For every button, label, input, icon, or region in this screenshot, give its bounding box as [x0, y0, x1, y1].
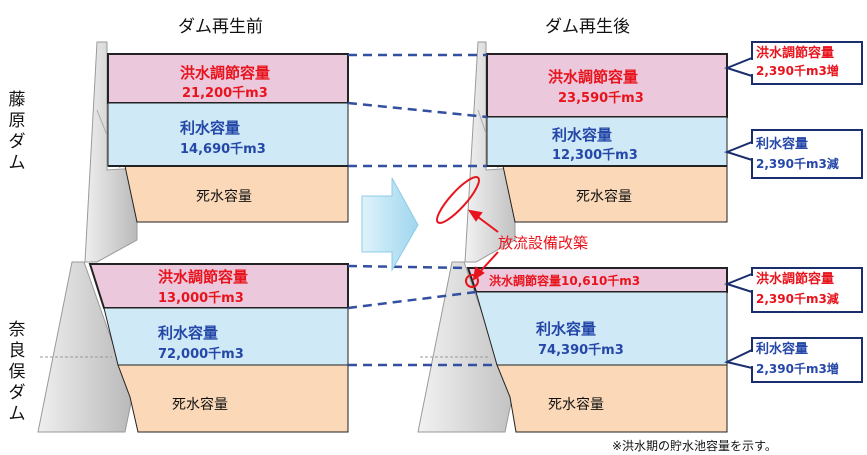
- narakata-before-use-value: 72,000千m3: [158, 347, 244, 362]
- narakata-after-dead-label: 死水容量: [548, 397, 604, 413]
- dam-name-fujiwara: 藤原ダム: [8, 90, 26, 173]
- narakata-connectors: [347, 264, 497, 367]
- narakata-before-dead-zone: [117, 364, 349, 433]
- callout-fujiwara-flood: [724, 41, 863, 85]
- fujiwara-connectors: [347, 53, 488, 168]
- narakata-after-use-value: 74,390千m3: [538, 343, 624, 358]
- footnote: ※洪水期の貯水池容量を示す。: [612, 439, 777, 453]
- callout-narakata-flood: [724, 267, 863, 313]
- outlet-highlight-circle: [465, 274, 479, 288]
- narakata-dam-body-before: [37, 261, 133, 433]
- narakata-dam-body-after: [417, 261, 513, 433]
- dam-name-narakata: 奈良俣ダム: [8, 320, 26, 424]
- narakata-after-flood-combined: 洪水調節容量10,610千m3: [489, 274, 641, 288]
- fujiwara-after-flood-label: 洪水調節容量: [548, 68, 639, 86]
- narakata-after-use-label: 利水容量: [536, 320, 597, 338]
- narakata-before-use-label: 利水容量: [158, 324, 219, 342]
- annotation-outlet-rebuild: 放流設備改築: [498, 234, 589, 252]
- fujiwara-after-dead-label: 死水容量: [576, 189, 632, 205]
- narakata-before-flood-value: 13,000千m3: [158, 291, 244, 306]
- fujiwara-before-use-zone: [107, 102, 349, 167]
- transition-arrow: [361, 177, 419, 272]
- header-before: ダム再生前: [178, 17, 263, 37]
- callout-fujiwara-use-title: 利水容量: [756, 137, 809, 152]
- narakata-before-flood-label: 洪水調節容量: [158, 268, 249, 286]
- fujiwara-after-use-label: 利水容量: [552, 126, 613, 144]
- callout-fujiwara-flood-title: 洪水調節容量: [756, 46, 835, 61]
- fujiwara-before-flood-value: 21,200千m3: [182, 86, 268, 101]
- callout-narakata-use: [724, 337, 863, 383]
- outlet-highlight-ellipse: [436, 176, 480, 224]
- fujiwara-before-flood-label: 洪水調節容量: [180, 64, 271, 82]
- fujiwara-before-flood-zone: [107, 53, 349, 104]
- fujiwara-after-flood-value: 23,590千m3: [558, 91, 644, 106]
- annotation-arrows: [467, 209, 499, 282]
- fujiwara-after-use-value: 12,300千m3: [552, 148, 638, 163]
- narakata-after-reservoir: [466, 267, 728, 433]
- fujiwara-before-use-label: 利水容量: [180, 119, 241, 137]
- fujiwara-after-flood-zone: [486, 53, 728, 118]
- callout-fujiwara-flood-change: 2,390千m3増: [756, 64, 839, 78]
- callout-narakata-flood-title: 洪水調節容量: [756, 272, 835, 287]
- fujiwara-after-reservoir: [486, 53, 728, 223]
- callout-fujiwara-use: [724, 129, 863, 179]
- fujiwara-before-reservoir: [107, 53, 349, 223]
- header-after: ダム再生後: [545, 17, 630, 37]
- fujiwara-before-use-value: 14,690千m3: [180, 142, 266, 157]
- fujiwara-after-use-zone: [486, 116, 728, 167]
- callout-narakata-use-title: 利水容量: [756, 342, 809, 357]
- callout-fujiwara-use-change: 2,390千m3減: [756, 157, 839, 171]
- narakata-before-reservoir: [88, 263, 349, 433]
- narakata-after-dead-zone: [496, 364, 728, 433]
- narakata-before-dead-label: 死水容量: [172, 397, 228, 413]
- callout-narakata-use-change: 2,390千m3増: [756, 362, 839, 376]
- callout-narakata-flood-change: 2,390千m3減: [756, 292, 839, 306]
- fujiwara-before-dead-label: 死水容量: [196, 189, 252, 205]
